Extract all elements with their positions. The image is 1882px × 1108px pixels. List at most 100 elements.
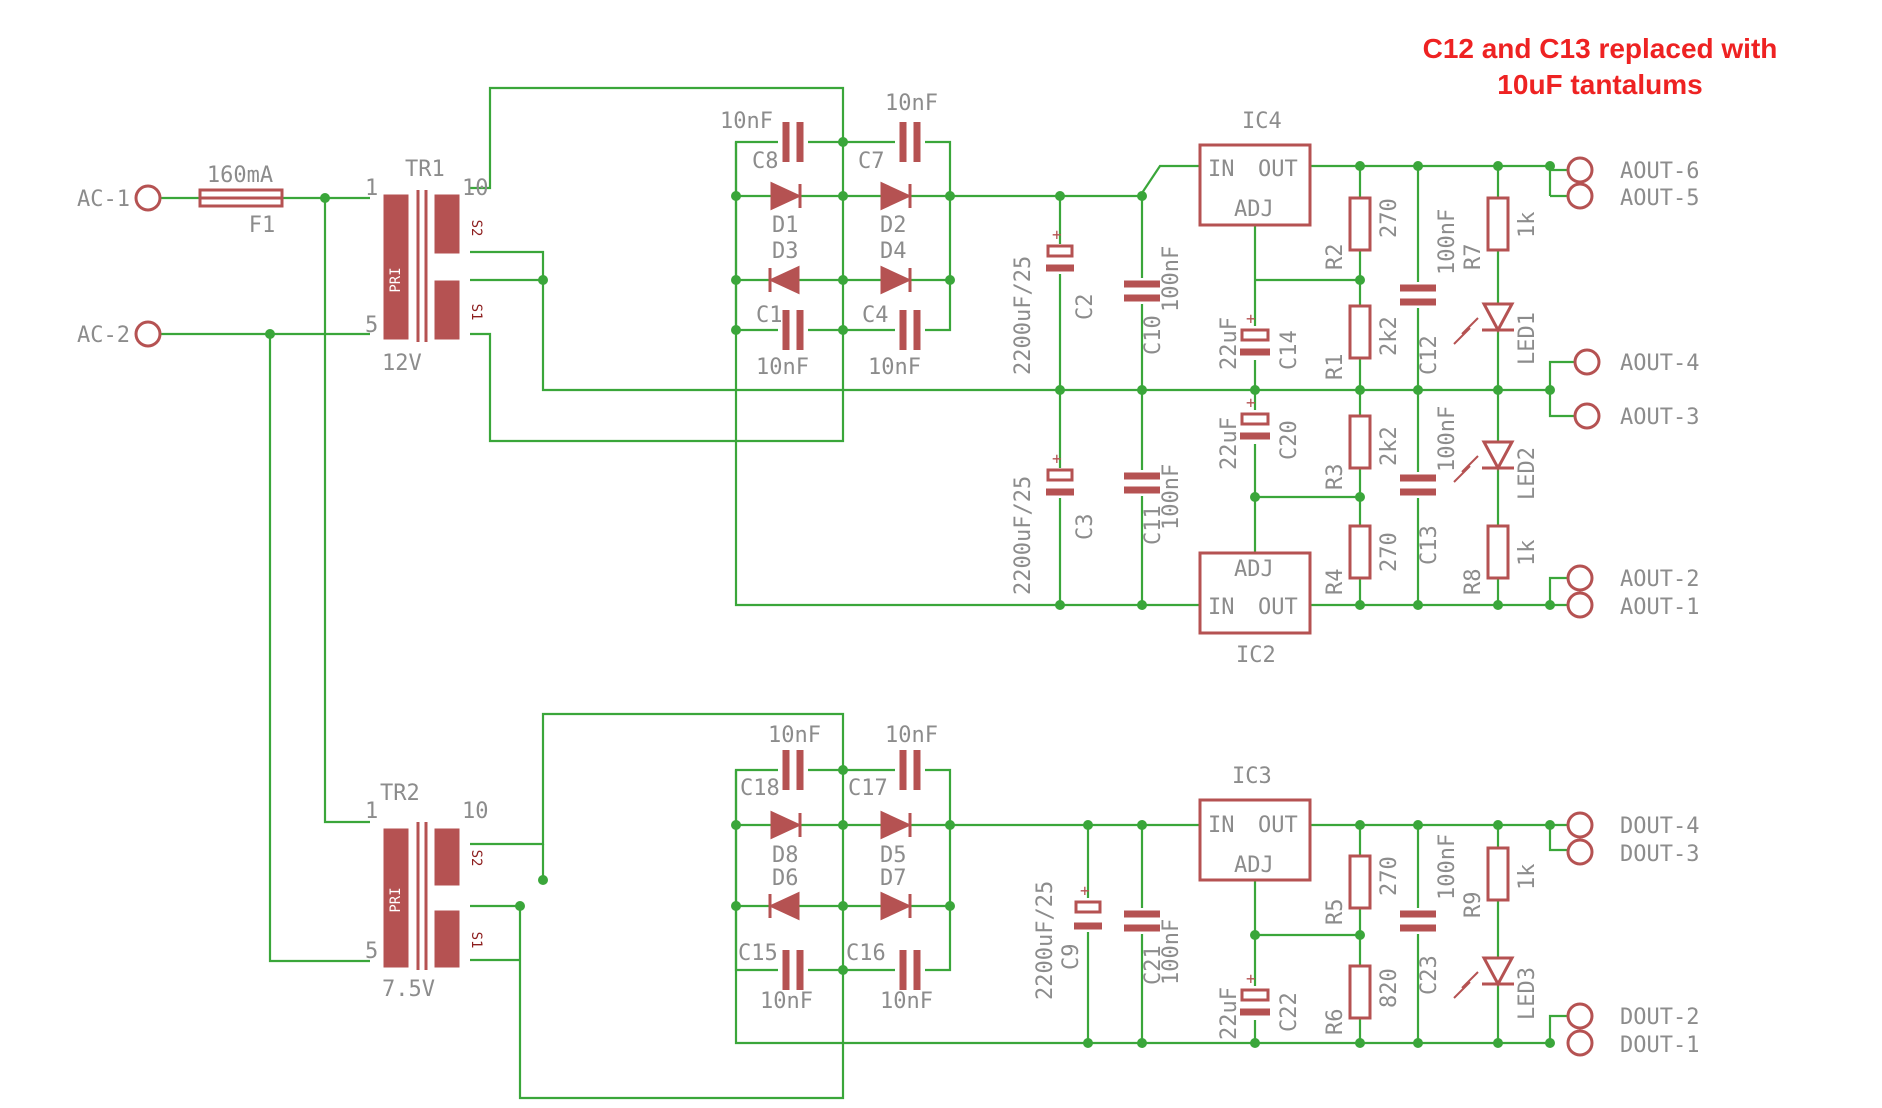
led-1: LED1 bbox=[1453, 302, 1540, 365]
c3-value: 2200uF/25 bbox=[1011, 476, 1036, 595]
c4-name: C4 bbox=[862, 303, 889, 328]
diode-d5: D5 bbox=[880, 810, 912, 868]
c9-name: C9 bbox=[1059, 944, 1084, 971]
c10-name: C10 bbox=[1141, 315, 1166, 355]
r4-name: R4 bbox=[1323, 569, 1348, 596]
capacitor-c15: C15 10nF bbox=[738, 941, 813, 1014]
terminal-ac2-label: AC-2 bbox=[77, 323, 130, 348]
c9-value: 2200uF/25 bbox=[1033, 881, 1058, 1000]
tr2-pin5: 5 bbox=[365, 939, 378, 964]
ic4-name: IC4 bbox=[1242, 109, 1282, 134]
c4-value: 10nF bbox=[868, 355, 921, 380]
junctions bbox=[265, 137, 1555, 1048]
capacitor-c11: 100nF C11 bbox=[1124, 464, 1184, 545]
d7-name: D7 bbox=[880, 866, 907, 891]
terminal-aout5-label: AOUT-5 bbox=[1620, 186, 1699, 211]
c14-value: 22uF bbox=[1217, 317, 1242, 370]
c13-value: 100nF bbox=[1435, 406, 1460, 472]
tr2-s2: S2 bbox=[468, 850, 484, 867]
note-line-1: C12 and C13 replaced with bbox=[1423, 33, 1778, 64]
terminal-dout2-label: DOUT-2 bbox=[1620, 1005, 1699, 1030]
capacitor-c16: C16 10nF bbox=[846, 941, 933, 1014]
capacitor-c14: + 22uF C14 bbox=[1217, 309, 1302, 370]
c13-name: C13 bbox=[1417, 525, 1442, 565]
diode-d7: D7 bbox=[880, 866, 912, 921]
capacitor-c13: 100nF C13 bbox=[1400, 406, 1460, 565]
c22-name: C22 bbox=[1277, 992, 1302, 1032]
terminal-aout3-label: AOUT-3 bbox=[1620, 405, 1699, 430]
tr1-s2: S2 bbox=[468, 220, 484, 237]
terminal-dout1[interactable] bbox=[1566, 1029, 1594, 1057]
terminal-ac1-label: AC-1 bbox=[77, 187, 130, 212]
d1-name: D1 bbox=[772, 213, 799, 238]
tr2-pin10: 10 bbox=[462, 799, 489, 824]
fuse-value: 160mA bbox=[207, 163, 273, 188]
r3-name: R3 bbox=[1323, 464, 1348, 491]
terminal-aout4-label: AOUT-4 bbox=[1620, 351, 1699, 376]
terminals: AC-1 AC-2 AOUT-6 AOUT-5 AOUT-4 AOUT-3 AO… bbox=[77, 156, 1699, 1058]
resistor-r3: R3 2k2 bbox=[1323, 414, 1402, 491]
terminal-aout6-label: AOUT-6 bbox=[1620, 159, 1699, 184]
ic4-in: IN bbox=[1208, 157, 1235, 182]
c16-value: 10nF bbox=[880, 989, 933, 1014]
tr1-name: TR1 bbox=[405, 157, 445, 182]
diode-d3: D3 bbox=[768, 239, 800, 295]
led3-name: LED3 bbox=[1515, 967, 1540, 1020]
terminal-aout3[interactable] bbox=[1573, 402, 1601, 430]
svg-text:+: + bbox=[1246, 309, 1256, 328]
terminal-aout5[interactable] bbox=[1566, 182, 1594, 210]
svg-text:+: + bbox=[1080, 881, 1090, 900]
led2-name: LED2 bbox=[1515, 447, 1540, 500]
tr2-pin1: 1 bbox=[365, 799, 378, 824]
capacitor-c21: 100nF C21 bbox=[1124, 908, 1184, 985]
c21-value: 100nF bbox=[1159, 919, 1184, 985]
r8-value: 1k bbox=[1515, 540, 1540, 567]
terminal-ac2[interactable] bbox=[134, 320, 162, 348]
c1-name: C1 bbox=[756, 303, 783, 328]
capacitor-c18: 10nF C18 bbox=[740, 723, 821, 801]
c11-value: 100nF bbox=[1159, 464, 1184, 530]
transformer-tr2: PRI S2 S1 TR2 1 5 10 7.5V bbox=[365, 781, 489, 1002]
ic3-name: IC3 bbox=[1232, 764, 1272, 789]
terminal-aout6[interactable] bbox=[1566, 156, 1594, 184]
terminal-dout2[interactable] bbox=[1566, 1002, 1594, 1030]
c15-value: 10nF bbox=[760, 989, 813, 1014]
d3-name: D3 bbox=[772, 239, 799, 264]
c3-name: C3 bbox=[1073, 514, 1098, 541]
c15-name: C15 bbox=[738, 941, 778, 966]
terminal-dout1-label: DOUT-1 bbox=[1620, 1033, 1699, 1058]
terminal-dout4[interactable] bbox=[1566, 811, 1594, 839]
c1-value: 10nF bbox=[756, 355, 809, 380]
terminal-aout4[interactable] bbox=[1573, 348, 1601, 376]
annotation-note: C12 and C13 replaced with 10uF tantalums bbox=[1423, 33, 1778, 100]
svg-text:+: + bbox=[1052, 449, 1062, 468]
terminal-aout2[interactable] bbox=[1566, 564, 1594, 592]
terminal-ac1[interactable] bbox=[134, 184, 162, 212]
regulator-ic2: ADJ IN OUT IC2 bbox=[1198, 551, 1312, 668]
r9-name: R9 bbox=[1461, 892, 1486, 919]
r6-value: 820 bbox=[1377, 968, 1402, 1008]
d2-name: D2 bbox=[880, 213, 907, 238]
diode-d8: D8 bbox=[770, 810, 802, 868]
resistor-r6: R6 820 bbox=[1323, 964, 1402, 1035]
c17-name: C17 bbox=[848, 776, 888, 801]
tr2-name: TR2 bbox=[380, 781, 420, 806]
terminal-aout1[interactable] bbox=[1566, 591, 1594, 619]
c7-value: 10nF bbox=[885, 91, 938, 116]
diode-d4: D4 bbox=[880, 239, 912, 295]
capacitor-c8: 10nF C8 bbox=[720, 109, 808, 174]
svg-text:+: + bbox=[1052, 225, 1062, 244]
ic4-adj: ADJ bbox=[1234, 197, 1274, 222]
filter-section-1: + 2200uF/25 C2 + 2200uF/25 C3 100nF C10 … bbox=[1011, 109, 1540, 668]
c20-name: C20 bbox=[1277, 420, 1302, 460]
led1-name: LED1 bbox=[1515, 312, 1540, 365]
terminal-dout3[interactable] bbox=[1566, 838, 1594, 866]
r1-value: 2k2 bbox=[1377, 316, 1402, 356]
ic2-in: IN bbox=[1208, 595, 1235, 620]
ic2-adj: ADJ bbox=[1234, 557, 1274, 582]
capacitor-c2: + 2200uF/25 C2 bbox=[1011, 225, 1098, 375]
capacitor-c17: 10nF C17 bbox=[848, 723, 938, 801]
fuse-name: F1 bbox=[249, 213, 276, 238]
r7-name: R7 bbox=[1461, 244, 1486, 271]
